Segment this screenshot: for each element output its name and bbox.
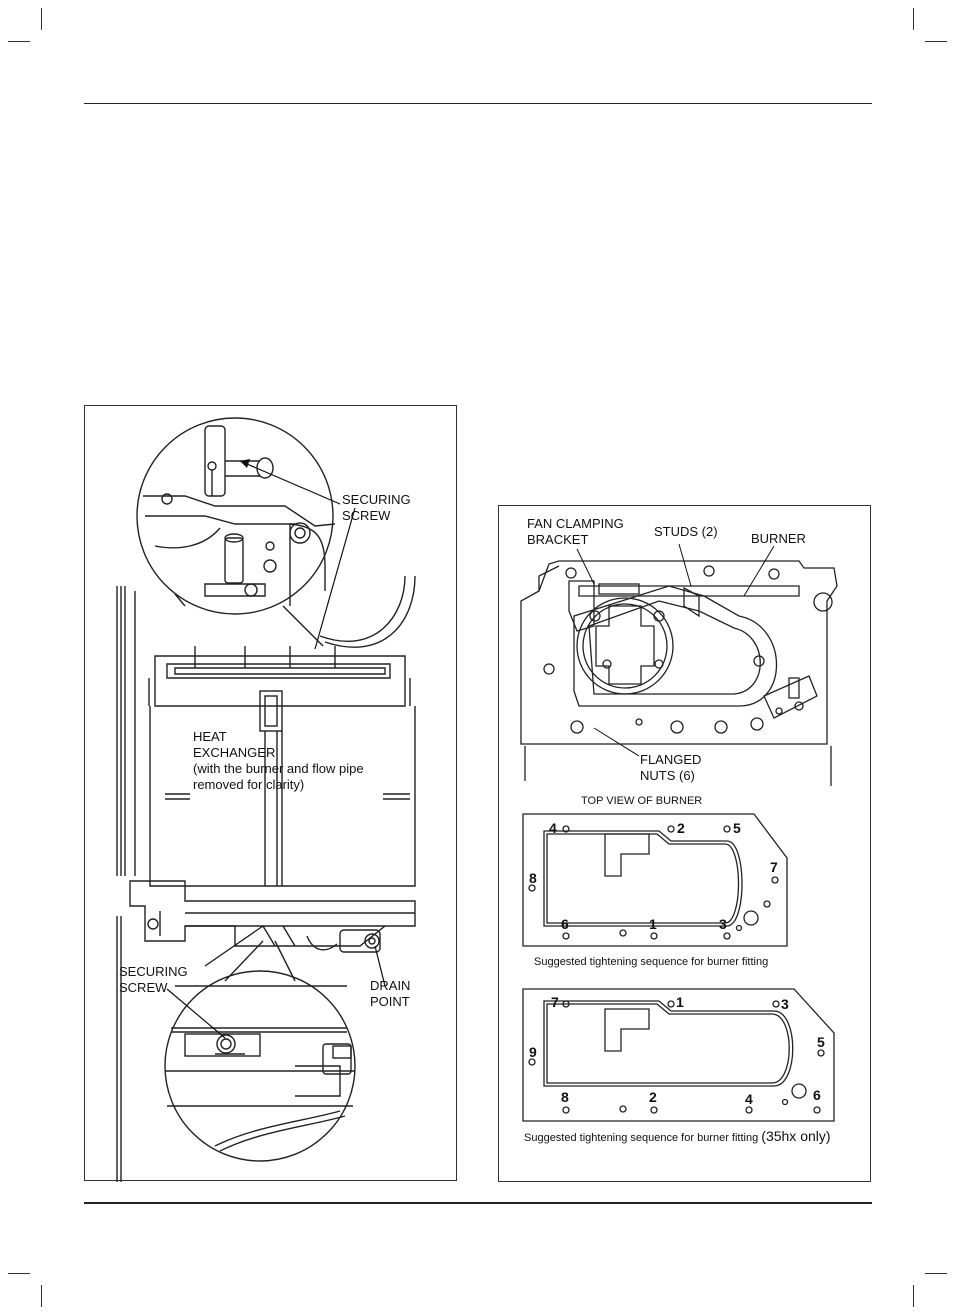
seq-b-number: 6 — [813, 1087, 821, 1103]
seq-b-number: 7 — [551, 994, 559, 1010]
seq-a-number: 8 — [529, 870, 537, 886]
crop-mark — [925, 41, 947, 42]
header-rule — [84, 103, 872, 104]
label-fan-clamping-bracket: FAN CLAMPING BRACKET — [527, 516, 624, 547]
seq-b-number: 8 — [561, 1089, 569, 1105]
seq-a-number: 2 — [677, 820, 685, 836]
burner-figure: FAN CLAMPING BRACKET STUDS (2) BURNER FL… — [498, 505, 871, 1182]
label-securing-screw-top: SECURING SCREW — [342, 492, 411, 523]
label-drain-point: DRAIN POINT — [370, 978, 411, 1009]
heat-exchanger-figure: SECURING SCREW HEAT EXCHANGER (with the … — [84, 405, 457, 1182]
label-heat-exchanger: HEAT EXCHANGER (with the burner and flow… — [193, 729, 364, 792]
seq-a-number: 4 — [549, 820, 557, 836]
label-flanged-nuts: FLANGED NUTS (6) — [640, 752, 702, 783]
crop-mark — [913, 8, 914, 30]
crop-mark — [913, 1285, 914, 1307]
label-burner: BURNER — [751, 531, 806, 546]
seq-a-number: 6 — [561, 916, 569, 932]
seq-a-number: 5 — [733, 820, 741, 836]
crop-mark — [8, 41, 30, 42]
seq-b-number: 2 — [649, 1089, 657, 1105]
seq-b-number: 4 — [745, 1091, 753, 1107]
seq-a-number: 1 — [649, 916, 657, 932]
crop-mark — [925, 1273, 947, 1274]
heat-exchanger-drawing — [116, 417, 416, 1182]
seq-b-number: 5 — [817, 1034, 825, 1050]
crop-mark — [8, 1273, 30, 1274]
crop-mark — [41, 1285, 42, 1307]
seq-b-number: 1 — [676, 994, 684, 1010]
burner-drawing — [520, 543, 838, 1122]
seq-a-number: 3 — [719, 916, 727, 932]
footer-rule — [84, 1202, 872, 1204]
caption-sequence-a: Suggested tightening sequence for burner… — [534, 956, 769, 968]
seq-b-number: 9 — [529, 1044, 537, 1060]
seq-b-number: 3 — [781, 996, 789, 1012]
label-studs: STUDS (2) — [654, 524, 718, 539]
crop-mark — [41, 8, 42, 30]
seq-a-number: 7 — [770, 859, 778, 875]
caption-sequence-b-suffix: (35hx only) — [761, 1128, 831, 1144]
label-securing-screw-bottom: SECURING SCREW — [119, 964, 188, 995]
caption-sequence-b: Suggested tightening sequence for burner… — [524, 1128, 831, 1144]
caption-top-view: TOP VIEW OF BURNER — [581, 795, 703, 807]
